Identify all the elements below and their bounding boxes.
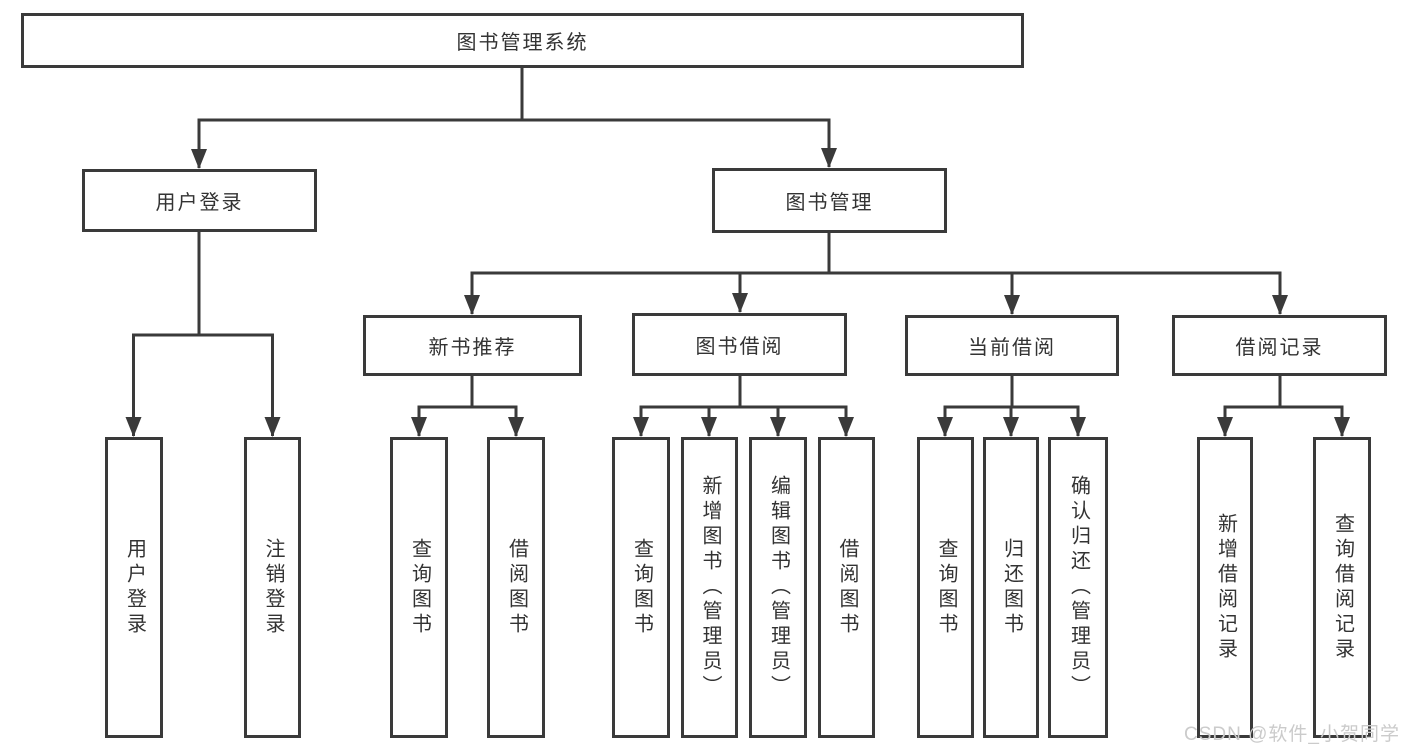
- leaf-add-borrow-record: 新增借阅记录: [1197, 437, 1253, 738]
- node-new-book-recommend: 新书推荐: [363, 315, 582, 376]
- node-user-login: 用户登录: [82, 169, 317, 232]
- leaf-borrow-books-recommend: 借阅图书: [487, 437, 545, 738]
- leaf-add-book-admin: 新增图书（管理员）: [681, 437, 738, 738]
- edges-book-borrow: [633, 376, 854, 437]
- leaf-query-borrow-record: 查询借阅记录: [1313, 437, 1371, 738]
- leaf-query-books-borrow: 查询图书: [612, 437, 670, 738]
- leaf-query-books-current: 查询图书: [917, 437, 974, 738]
- edges-borrow-records: [1217, 376, 1350, 437]
- node-borrow-records: 借阅记录: [1172, 315, 1387, 376]
- leaf-query-books-recommend: 查询图书: [390, 437, 448, 738]
- leaf-return-books: 归还图书: [983, 437, 1039, 738]
- edges-new-book-recommend: [411, 376, 524, 437]
- node-current-borrow: 当前借阅: [905, 315, 1119, 376]
- leaf-edit-book-admin: 编辑图书（管理员）: [749, 437, 807, 738]
- csdn-watermark: CSDN @软件_小贺同学: [1184, 724, 1400, 745]
- leaf-borrow-books: 借阅图书: [818, 437, 875, 738]
- leaf-user-login: 用户登录: [105, 437, 163, 738]
- edges-current-borrow: [937, 376, 1086, 437]
- node-root-library-system: 图书管理系统: [21, 13, 1024, 68]
- node-book-management: 图书管理: [712, 168, 947, 233]
- edges-book-management: [464, 233, 1288, 315]
- node-book-borrow: 图书借阅: [632, 313, 847, 376]
- edges-user-login: [125, 232, 281, 437]
- leaf-confirm-return-admin: 确认归还（管理员）: [1048, 437, 1108, 738]
- edges-root: [191, 68, 837, 169]
- leaf-logout: 注销登录: [244, 437, 301, 738]
